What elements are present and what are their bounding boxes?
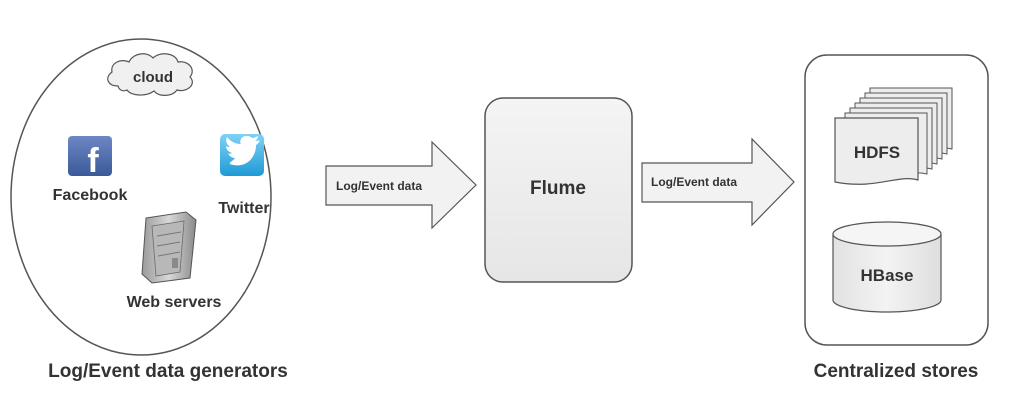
twitter-label: Twitter bbox=[218, 200, 269, 217]
server-icon bbox=[141, 211, 197, 284]
webservers-label: Web servers bbox=[127, 294, 222, 311]
cloud-icon bbox=[107, 53, 193, 96]
left-arrow: Log/Event data bbox=[325, 140, 477, 230]
hbase-cylinder-icon bbox=[832, 221, 942, 313]
left-arrow-label: Log/Event data bbox=[336, 179, 422, 193]
generators-ellipse bbox=[10, 38, 272, 356]
facebook-glyph: f bbox=[87, 142, 99, 180]
facebook-label: Facebook bbox=[53, 187, 128, 204]
hbase-label: HBase bbox=[861, 266, 914, 285]
hdfs-label: HDFS bbox=[854, 143, 900, 162]
right-arrow: Log/Event data bbox=[641, 137, 795, 227]
stores-group: HDFS HBase Centralized stores bbox=[804, 54, 989, 382]
right-arrow-label: Log/Event data bbox=[651, 175, 737, 189]
generators-group: cloud f Facebook Twitter Web servers Log… bbox=[10, 38, 288, 382]
facebook-icon: f bbox=[68, 136, 112, 180]
flume-box: Flume bbox=[484, 97, 633, 283]
hdfs-documents-icon bbox=[834, 87, 953, 185]
flume-label: Flume bbox=[530, 178, 586, 199]
cloud-label: cloud bbox=[133, 69, 173, 86]
generators-caption: Log/Event data generators bbox=[48, 361, 288, 382]
twitter-icon bbox=[220, 134, 264, 176]
stores-caption: Centralized stores bbox=[814, 361, 979, 382]
